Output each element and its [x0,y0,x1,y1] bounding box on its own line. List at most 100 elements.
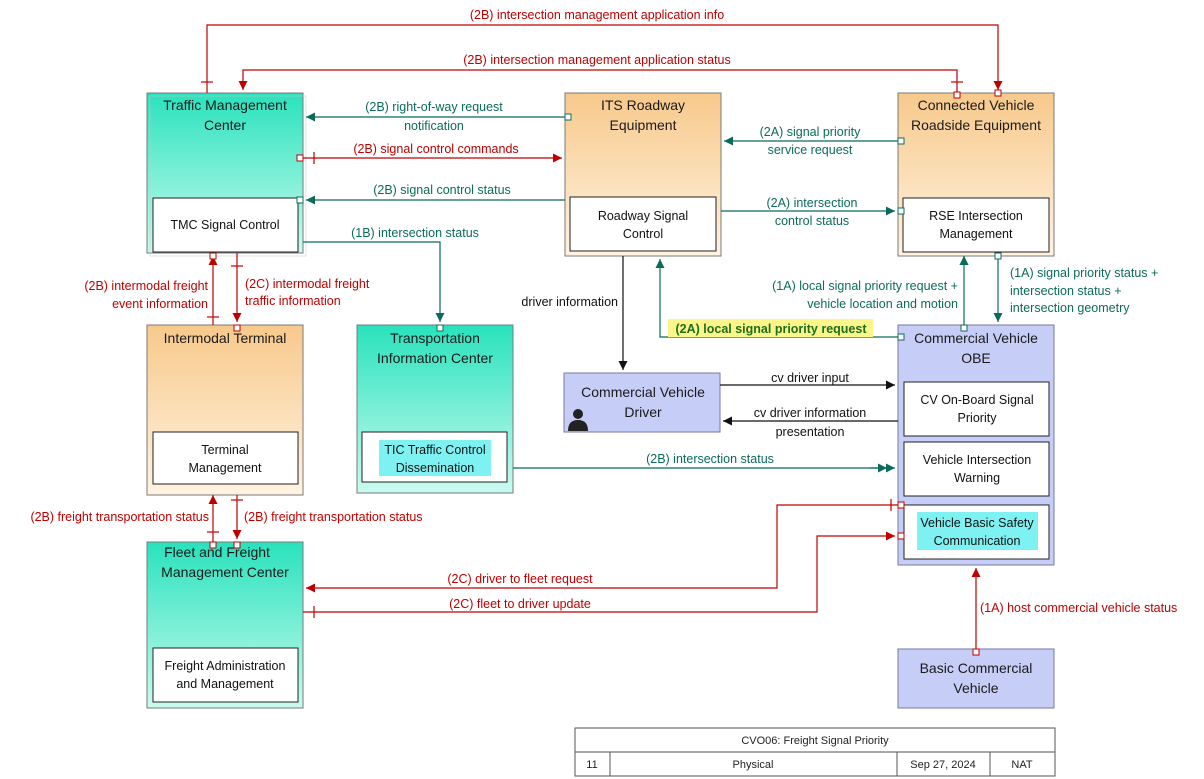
flow-label-f20: (2C) driver to fleet request [447,572,593,586]
flow-2b-intersection-status: (2B) intersection status [513,452,895,473]
flow-intersection-mgmt-app-status: (2B) intersection management application… [238,53,963,99]
footer-table: CVO06: Freight Signal Priority 11 Physic… [574,727,1056,777]
flow-label-f1: (2B) intersection management application… [470,8,724,22]
vehicle-basic-safety-line1: Vehicle Basic Safety [920,516,1034,530]
tic-traffic-control-line2: Dissemination [396,461,475,475]
footer-view: Physical [733,759,774,771]
entity-basic-commercial-vehicle: Basic Commercial Vehicle [897,648,1055,709]
rse-intersection-line2: Management [940,227,1013,241]
flow-2a-local-signal-priority-request: (2A) local signal priority request [655,259,905,341]
flow-label-f17: (2B) intersection status [646,452,774,466]
flow-label-f14: (2A) local signal priority request [675,322,867,336]
roadway-signal-control-line2: Control [623,227,663,241]
footer-number: 11 [586,759,597,771]
flow-label-f8: (1B) intersection status [351,226,479,240]
flow-cv-driver-info-presentation: cv driver information presentation [723,406,898,439]
flow-label-f13-line3: intersection geometry [1010,301,1130,315]
flow-label-f9-line1: (2B) intermodal freight [84,279,208,293]
entity-connected-vehicle-roadside-equipment: Connected Vehicle Roadside Equipment RSE… [897,92,1055,257]
entity-fleet-freight-management-center: Fleet and Freight Management Center Frei… [146,541,304,709]
cv-onboard-priority-line1: CV On-Board Signal [920,393,1033,407]
roadway-signal-control-line1: Roadway Signal [598,209,688,223]
flow-fleet-to-driver-update: (2C) fleet to driver update [303,531,905,618]
flow-label-f13-line1: (1A) signal priority status + [1010,266,1158,280]
flow-label-f3-line1: (2B) right-of-way request [365,100,503,114]
bcv-title-line1: Basic Commercial [920,660,1033,676]
flow-label-f4: (2B) signal control commands [353,142,518,156]
flow-1a-local-signal-priority-request: (1A) local signal priority request + veh… [772,256,969,332]
flow-label-f11: driver information [521,295,618,309]
cvrse-title-line2: Roadside Equipment [911,117,1041,133]
ffmc-title-line1: Fleet and Freight [164,544,270,560]
flow-driver-to-fleet-request: (2C) driver to fleet request [306,499,905,593]
flow-label-f19: (2B) freight transportation status [244,510,423,524]
flow-intermodal-freight-traffic-info: (2C) intermodal freight traffic informat… [231,253,370,332]
entity-traffic-management-center: Traffic Management Center TMC Signal Con… [146,92,307,257]
freight-admin-line2: and Management [176,677,274,691]
its-title-line2: Equipment [610,117,677,133]
vehicle-intersection-warning-line1: Vehicle Intersection [923,453,1031,467]
tmc-signal-control-label: TMC Signal Control [170,218,279,232]
flow-label-f9-line2: event information [112,297,208,311]
flow-intermodal-freight-event-info: (2B) intermodal freight event informatio… [84,252,219,325]
tmc-title-line2: Center [204,117,246,133]
ffmc-title-line2: Management Center [161,564,289,580]
cv-onboard-priority-line2: Priority [958,411,998,425]
tic-title-line2: Information Center [377,350,493,366]
flow-1a-signal-priority-status: (1A) signal priority status + intersecti… [993,252,1158,322]
flow-label-f13-line2: intersection status + [1010,284,1122,298]
flow-label-f6-line2: service request [768,143,853,157]
flow-label-f7-line1: (2A) intersection [766,196,857,210]
its-title-line1: ITS Roadway [601,97,685,113]
terminal-management-line1: Terminal [201,443,248,457]
flow-driver-information: driver information [521,256,628,370]
flow-1b-intersection-status: (1B) intersection status [303,226,479,332]
terminal-management-line2: Management [189,461,262,475]
cvrse-title-line1: Connected Vehicle [918,97,1035,113]
driver-title-line1: Commercial Vehicle [581,384,705,400]
flow-signal-priority-service-request: (2A) signal priority service request [724,125,905,157]
flow-label-f16-line2: presentation [776,425,845,439]
flow-freight-status-to-ffmc: (2B) freight transportation status [231,495,423,549]
freight-admin-line1: Freight Administration [165,659,286,673]
rse-intersection-line1: RSE Intersection [929,209,1023,223]
flow-intersection-control-status: (2A) intersection control status [721,196,905,228]
driver-title-line2: Driver [624,404,662,420]
entity-commercial-vehicle-driver: Commercial Vehicle Driver [563,372,721,433]
vehicle-intersection-warning-line2: Warning [954,471,1000,485]
footer-scope: NAT [1011,759,1032,771]
entity-transportation-information-center: Transportation Information Center TIC Tr… [356,324,514,494]
person-icon [568,409,588,431]
flow-label-f12-line1: (1A) local signal priority request + [772,279,958,293]
flow-label-f21: (2C) fleet to driver update [449,597,591,611]
flow-label-f3-line2: notification [404,119,464,133]
intermodal-title: Intermodal Terminal [164,330,287,346]
flow-host-commercial-vehicle-status: (1A) host commercial vehicle status [971,568,1177,656]
flow-label-f10-line2: traffic information [245,294,341,308]
flow-label-f12-line2: vehicle location and motion [807,297,958,311]
flow-label-f5: (2B) signal control status [373,183,511,197]
entity-its-roadway-equipment: ITS Roadway Equipment Roadway Signal Con… [564,92,722,257]
flow-label-f6-line1: (2A) signal priority [760,125,861,139]
tic-traffic-control-line1: TIC Traffic Control [384,443,485,457]
flow-label-f7-line2: control status [775,214,849,228]
vehicle-basic-safety-line2: Communication [934,534,1021,548]
flow-cv-driver-input: cv driver input [720,371,895,390]
entity-commercial-vehicle-obe: Commercial Vehicle OBE CV On-Board Signa… [897,324,1055,566]
footer-title: CVO06: Freight Signal Priority [741,735,889,747]
flow-label-f2: (2B) intersection management application… [463,53,731,67]
bcv-title-line2: Vehicle [953,680,998,696]
footer-date: Sep 27, 2024 [910,759,975,771]
flow-right-of-way-notification: (2B) right-of-way request notification [306,100,572,133]
flow-signal-control-status: (2B) signal control status [296,183,565,205]
tmc-title-line1: Traffic Management [163,97,287,113]
flow-label-f16-line1: cv driver information [754,406,867,420]
flow-signal-control-commands: (2B) signal control commands [296,142,562,164]
flow-label-f10-line1: (2C) intermodal freight [245,277,370,291]
cvobe-title-line1: Commercial Vehicle [914,330,1038,346]
flow-label-f15: cv driver input [771,371,849,385]
flow-label-f18: (2B) freight transportation status [30,510,209,524]
flow-label-f22: (1A) host commercial vehicle status [980,601,1177,615]
tic-title-line1: Transportation [390,330,480,346]
